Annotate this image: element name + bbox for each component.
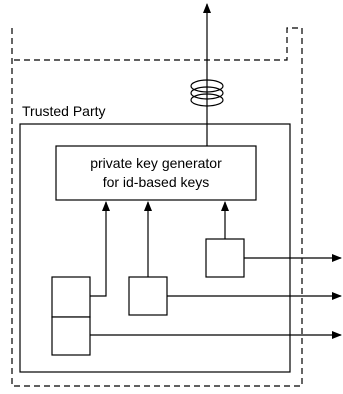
trusted-party-box bbox=[19, 123, 291, 373]
middle-box bbox=[128, 276, 168, 316]
right-box bbox=[205, 238, 245, 278]
generator-label-line1: private key generator bbox=[90, 155, 222, 171]
left-lower-box bbox=[51, 316, 91, 356]
left-upper-to-generator-arrow bbox=[90, 201, 110, 297]
generator-label-line2: for id-based keys bbox=[103, 174, 210, 190]
secure-channel-icon bbox=[190, 79, 224, 107]
left-upper-box bbox=[51, 276, 91, 318]
outer-dashed-boundary bbox=[11, 27, 303, 387]
private-key-generator-box bbox=[55, 145, 257, 201]
trusted-party-label: Trusted Party bbox=[22, 103, 106, 119]
